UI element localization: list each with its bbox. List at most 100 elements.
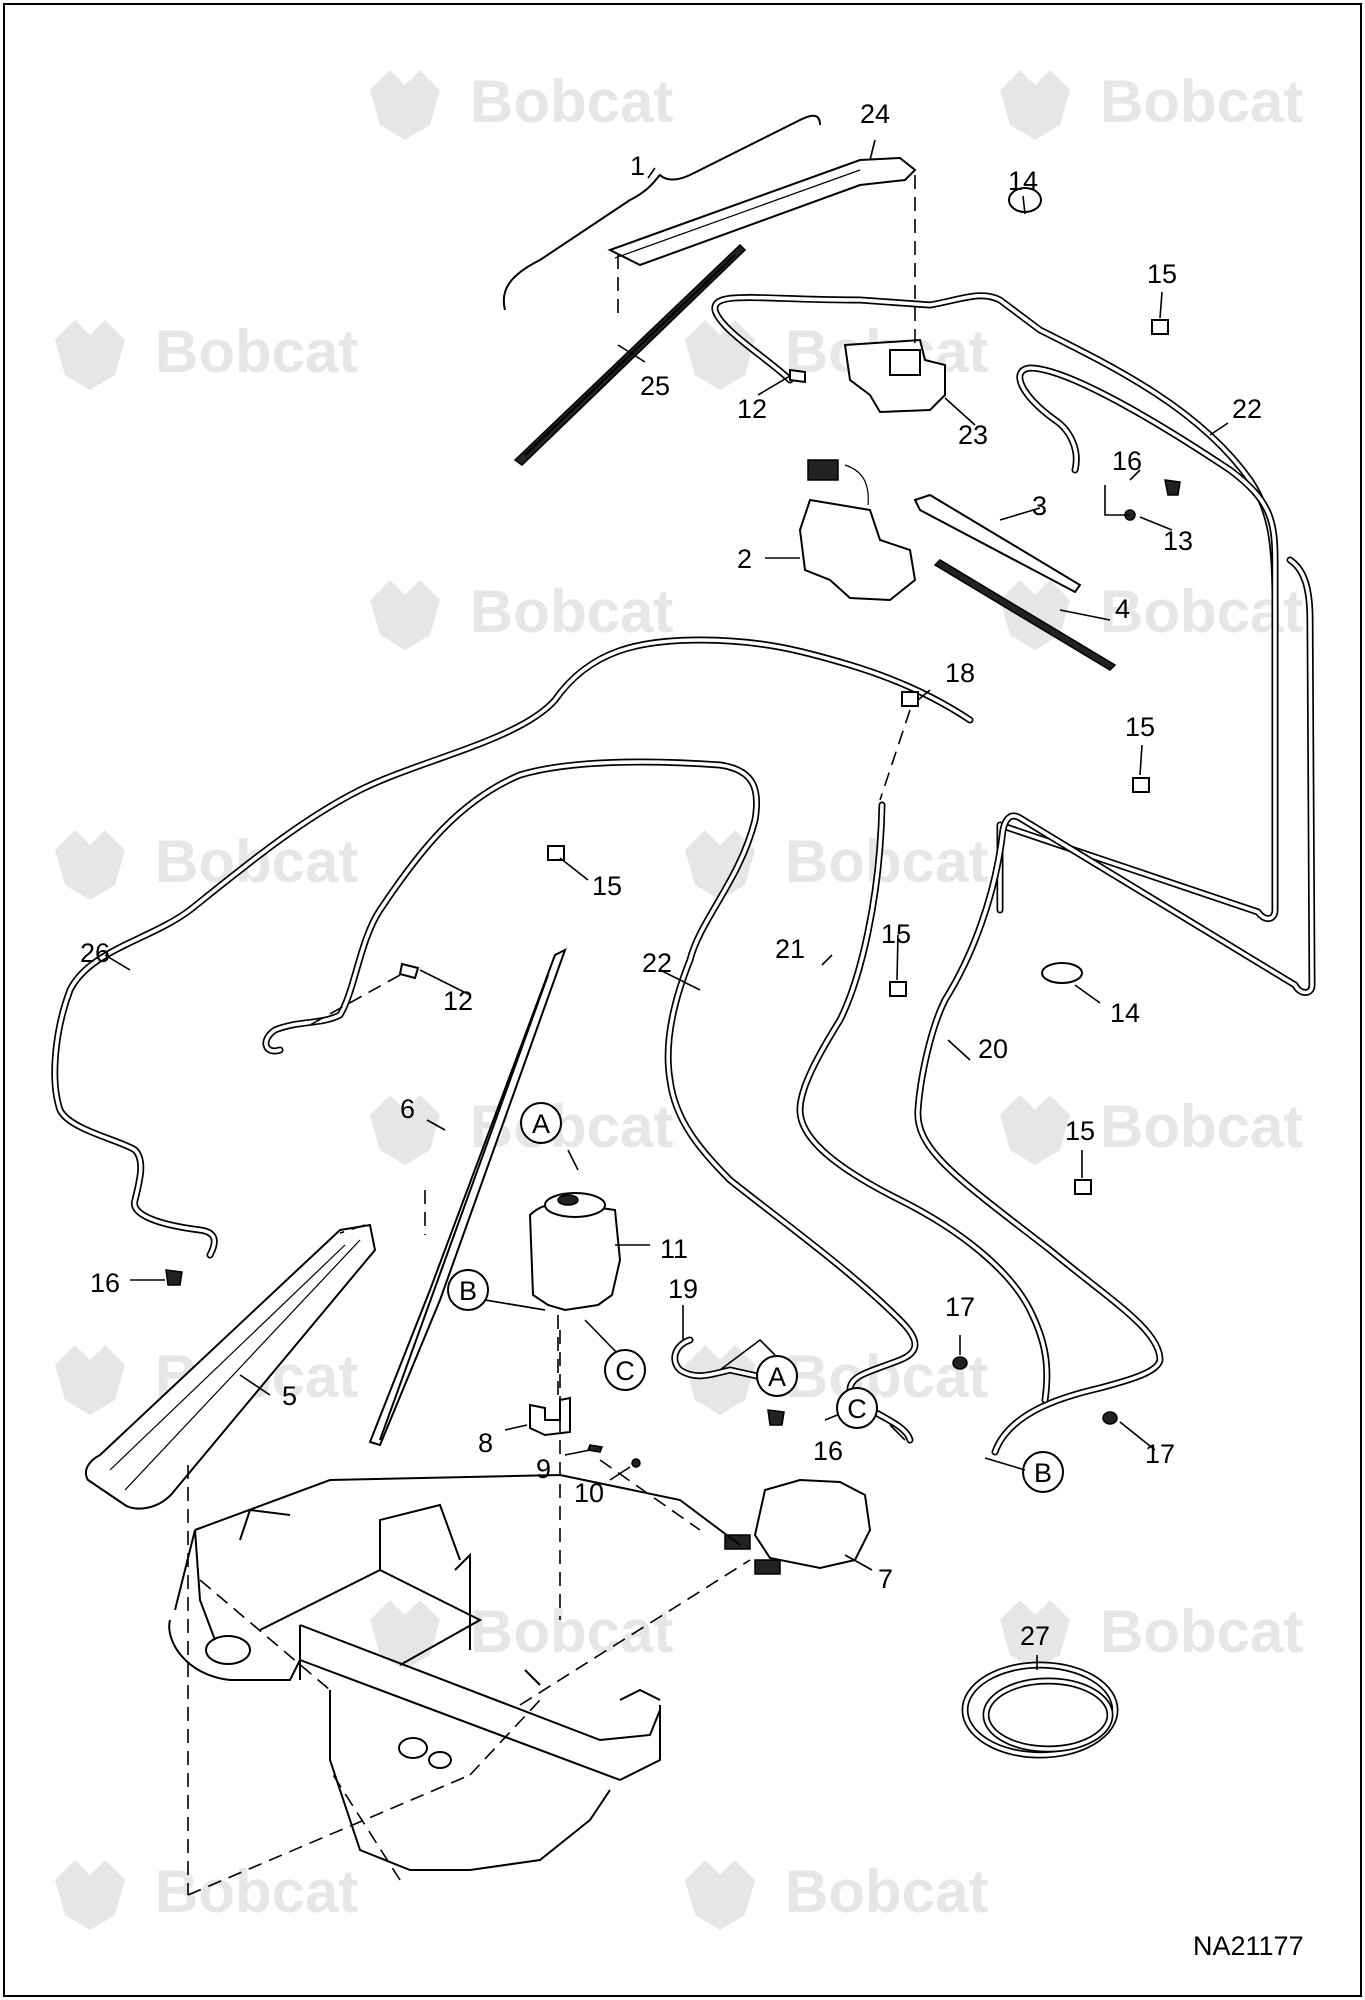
callout-12: 12 bbox=[443, 986, 473, 1016]
watermark-text: Bobcat bbox=[1100, 578, 1303, 645]
callout-20: 20 bbox=[978, 1034, 1008, 1064]
part-7-washer-pump bbox=[753, 1478, 872, 1570]
part-12-check-valve bbox=[398, 962, 420, 980]
ref-c-label: C bbox=[615, 1356, 635, 1386]
callout-6: 6 bbox=[400, 1094, 415, 1124]
ref-circle-c bbox=[836, 1387, 878, 1429]
ref-c-label: C bbox=[847, 1394, 867, 1424]
watermark-logo: Bobcat bbox=[55, 318, 358, 390]
watermark-text: Bobcat bbox=[470, 1598, 673, 1665]
callout-24: 24 bbox=[860, 99, 890, 129]
bobcat-logo-icon bbox=[685, 320, 755, 390]
watermark-text: Bobcat bbox=[470, 578, 673, 645]
bobcat-logo-icon bbox=[1000, 70, 1070, 140]
callout-4: 4 bbox=[1115, 594, 1130, 624]
callout-17: 17 bbox=[1145, 1439, 1175, 1469]
callout-5: 5 bbox=[282, 1381, 297, 1411]
callout-17: 17 bbox=[945, 1292, 975, 1322]
callout-26: 26 bbox=[80, 938, 110, 968]
part-5-front-wiper-arm bbox=[84, 1223, 377, 1510]
watermark-logo: Bobcat bbox=[1000, 578, 1303, 650]
diagram-frame bbox=[3, 3, 1362, 1997]
ref-b-label: B bbox=[1034, 1458, 1052, 1488]
callout-7: 7 bbox=[878, 1564, 893, 1594]
watermark-text: Bobcat bbox=[785, 1343, 988, 1410]
callout-22: 22 bbox=[642, 948, 672, 978]
part-15-clip bbox=[1132, 777, 1150, 793]
cab-frame bbox=[168, 1473, 741, 1871]
drawing-number: NA21177 bbox=[1193, 1931, 1304, 1961]
item-1-bracket bbox=[502, 114, 821, 311]
bobcat-logo-icon bbox=[55, 1860, 125, 1930]
watermark-text: Bobcat bbox=[155, 318, 358, 385]
watermark-text: Bobcat bbox=[785, 1858, 988, 1925]
watermark-text: Bobcat bbox=[785, 828, 988, 895]
callout-15: 15 bbox=[881, 919, 911, 949]
callout-11: 11 bbox=[660, 1234, 688, 1264]
part-17-grommet bbox=[1102, 1411, 1118, 1425]
bobcat-logo-icon bbox=[685, 1860, 755, 1930]
watermark-text: Bobcat bbox=[1100, 1093, 1303, 1160]
callout-3: 3 bbox=[1032, 491, 1047, 521]
part-24-wiper-arm bbox=[607, 156, 917, 267]
callout-16: 16 bbox=[90, 1268, 120, 1298]
callout-22: 22 bbox=[1232, 394, 1262, 424]
part-15-clip bbox=[889, 981, 907, 997]
watermark-logo: Bobcat bbox=[685, 1343, 988, 1415]
part-15-clip bbox=[1151, 319, 1169, 335]
part-11-washer-reservoir bbox=[528, 1202, 622, 1312]
watermark-logo: Bobcat bbox=[370, 1093, 673, 1165]
watermark-logo: Bobcat bbox=[1000, 1598, 1303, 1670]
callout-16: 16 bbox=[1112, 446, 1142, 476]
part-16-nozzle bbox=[165, 1269, 183, 1286]
watermark-logo: Bobcat bbox=[685, 828, 988, 900]
motor-terminal bbox=[889, 349, 921, 376]
callout-18: 18 bbox=[945, 658, 975, 688]
ref-circle-c bbox=[604, 1349, 646, 1391]
hose-lines bbox=[51, 292, 1316, 1456]
callout-14: 14 bbox=[1008, 166, 1038, 196]
callout-8: 8 bbox=[478, 1428, 493, 1458]
bobcat-logo-icon bbox=[55, 830, 125, 900]
part-3-rear-wiper-arm bbox=[913, 493, 1082, 594]
part-15-clip bbox=[1074, 1179, 1092, 1195]
part-12-check-valve bbox=[789, 368, 806, 384]
bobcat-logo-icon bbox=[370, 580, 440, 650]
bobcat-logo-icon bbox=[370, 70, 440, 140]
callout-19: 19 bbox=[668, 1274, 698, 1304]
callout-27: 27 bbox=[1020, 1621, 1050, 1651]
callout-25: 25 bbox=[640, 371, 670, 401]
part-15-clip bbox=[547, 845, 565, 861]
callout-16: 16 bbox=[813, 1436, 843, 1466]
watermark-logo: Bobcat bbox=[370, 578, 673, 650]
leaders bbox=[104, 114, 1229, 1896]
ref-circle-a bbox=[520, 1102, 562, 1144]
watermark-logo: Bobcat bbox=[55, 828, 358, 900]
part-16-nozzle bbox=[1164, 479, 1181, 496]
pump-port bbox=[754, 1559, 781, 1575]
callout-10: 10 bbox=[574, 1478, 604, 1508]
bobcat-logo-icon bbox=[685, 830, 755, 900]
bobcat-logo-icon bbox=[55, 320, 125, 390]
part-14-clamp bbox=[1041, 962, 1083, 984]
part-9-screw bbox=[586, 1444, 604, 1453]
ref-circle-b bbox=[447, 1269, 489, 1311]
callout-labels: 1 2 3 4 5 6 7 8 9 10 11 12 12 13 14 14 1… bbox=[80, 99, 1262, 1651]
watermark-logo: Bobcat bbox=[1000, 68, 1303, 140]
ref-a-label: A bbox=[532, 1109, 550, 1139]
part-8-bracket bbox=[529, 1396, 571, 1437]
callout-15: 15 bbox=[1125, 712, 1155, 742]
bobcat-logo-icon bbox=[1000, 1600, 1070, 1670]
callout-12: 12 bbox=[737, 394, 767, 424]
callout-15: 15 bbox=[592, 871, 622, 901]
callout-1: 1 bbox=[630, 151, 645, 181]
watermark-text: Bobcat bbox=[470, 68, 673, 135]
callout-2: 2 bbox=[737, 544, 752, 574]
callout-9: 9 bbox=[536, 1454, 551, 1484]
part-16-nozzle bbox=[767, 1409, 785, 1426]
part-4-rear-wiper-blade bbox=[933, 559, 1117, 671]
part-17-grommet bbox=[952, 1356, 968, 1370]
callout-14: 14 bbox=[1110, 998, 1140, 1028]
bobcat-logo-icon bbox=[55, 1345, 125, 1415]
